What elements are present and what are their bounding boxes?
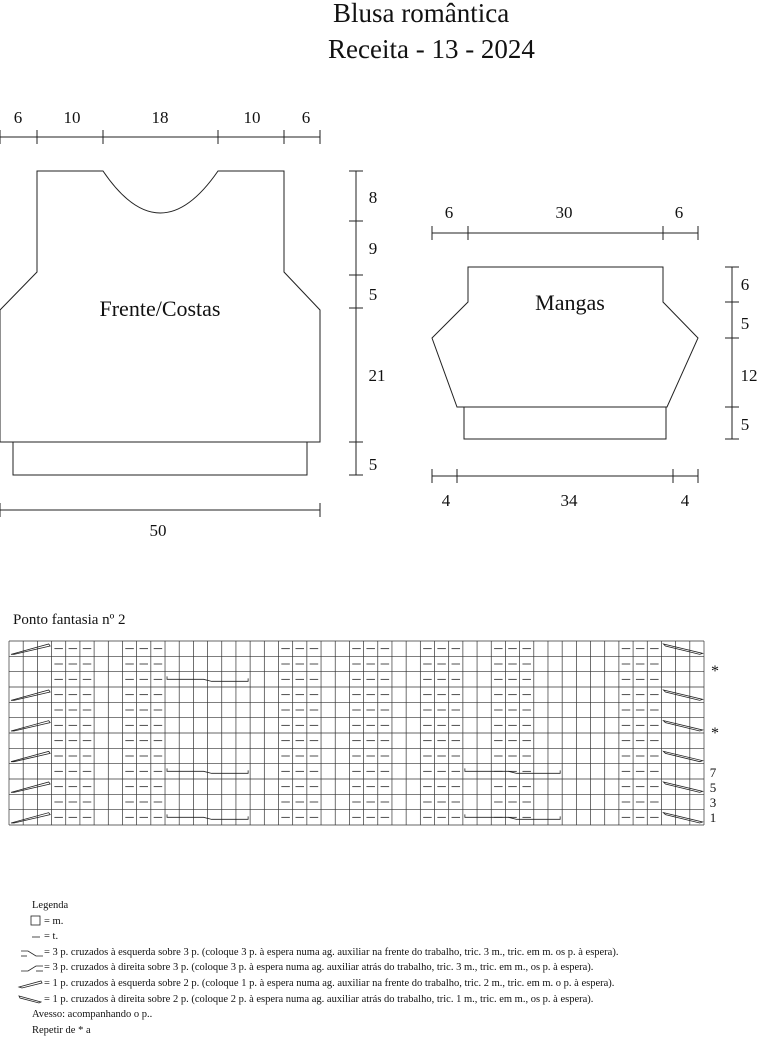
cable-cross [166, 814, 249, 820]
fb-width-seg-5: 6 [302, 108, 311, 127]
edge-cable-right [662, 750, 704, 763]
sleeve-bottom-seg-3: 4 [681, 491, 690, 510]
sleeve-top-seg-3: 6 [675, 203, 684, 222]
legend-text-cross-left-3: = 3 p. cruzados à esquerda sobre 3 p. (c… [44, 946, 619, 958]
cable-cross [166, 768, 249, 774]
fb-width-seg-2: 10 [64, 108, 81, 127]
sleeve-ribbing [463, 406, 667, 440]
legend: Legenda = m. = t. = 3 p. cruzados à esqu… [16, 898, 618, 1038]
legend-item-cross-left-1: = 1 p. cruzados à esquerda sobre 2 p. (c… [16, 976, 618, 992]
legend-note-repeat: Repetir de * a [32, 1024, 91, 1036]
fb-height-seg-5: 5 [369, 455, 378, 474]
sleeve-height-seg-2: 5 [741, 314, 750, 333]
edge-cable-left [10, 781, 51, 793]
edge-cable-left [10, 720, 51, 732]
edge-cable-right [662, 781, 704, 793]
front-back-ribbing [12, 441, 308, 476]
fb-total-width: 50 [150, 521, 167, 540]
front-back-label: Frente/Costas [100, 296, 221, 321]
pattern-title: Ponto fantasia nº 2 [13, 612, 126, 628]
cable-cross [464, 814, 561, 820]
legend-text-cross-right-3: = 3 p. cruzados à direita sobre 3 p. (co… [44, 962, 594, 974]
fb-width-seg-1: 6 [14, 108, 23, 127]
cable-cross [464, 768, 561, 774]
schematics: Frente/Costas 6 10 18 10 6 8 9 5 21 5 50… [0, 108, 758, 540]
title-line-2: Receita - 13 - 2024 [328, 34, 535, 64]
legend-item-knit: = m. [16, 914, 618, 930]
fb-height-seg-1: 8 [369, 188, 378, 207]
sleeve-bottom-seg-2: 34 [561, 491, 579, 510]
fb-width-seg-3: 18 [152, 108, 169, 127]
legend-title: Legenda [32, 900, 69, 911]
legend-text-purl: = t. [44, 931, 59, 943]
sleeve-top-seg-2: 30 [556, 203, 573, 222]
sleeve-height-seg-3: 12 [741, 366, 758, 385]
sleeve-height-seg-1: 6 [741, 275, 750, 294]
fb-width-seg-4: 10 [244, 108, 261, 127]
edge-cable-left [10, 689, 51, 701]
row-number-7: 7 [710, 765, 717, 780]
cable-cross [166, 676, 249, 682]
square-icon [16, 914, 44, 928]
title-line-1: Blusa romântica [333, 0, 510, 28]
edge-cable-right [662, 689, 704, 701]
edge-cable-left [10, 812, 51, 824]
stitch-chart: * * 7 5 3 1 [8, 640, 719, 826]
cable-right-1-icon [16, 992, 44, 1006]
row-number-3: 3 [710, 795, 717, 810]
legend-note-reverse: Avesso: acompanhando o p.. [32, 1009, 153, 1021]
legend-text-knit: = m. [44, 915, 64, 927]
sleeve-bottom-seg-1: 4 [442, 491, 451, 510]
edge-cable-right [662, 643, 704, 655]
legend-item-cross-left-3: = 3 p. cruzados à esquerda sobre 3 p. (c… [16, 945, 618, 961]
row-number-5: 5 [710, 780, 717, 795]
sleeve-top-seg-1: 6 [445, 203, 454, 222]
edge-cable-left [10, 750, 51, 763]
fb-height-seg-4: 21 [369, 366, 386, 385]
edge-cable-right [662, 719, 704, 732]
row-number-1: 1 [710, 810, 717, 825]
legend-item-purl: = t. [16, 929, 618, 945]
cable-right-3-icon [16, 961, 44, 975]
edge-cable-right [662, 811, 704, 824]
sleeve-height-seg-4: 5 [741, 415, 750, 434]
dash-icon [16, 930, 44, 944]
fb-height-seg-3: 5 [369, 285, 378, 304]
sleeve-label: Mangas [535, 290, 605, 315]
legend-text-cross-left-1: = 1 p. cruzados à esquerda sobre 2 p. (c… [44, 977, 615, 989]
sleeve-outline [431, 266, 699, 408]
edge-cable-left [10, 643, 51, 655]
cable-left-3-icon [16, 946, 44, 960]
fb-height-seg-2: 9 [369, 239, 378, 258]
legend-item-cross-right-3: = 3 p. cruzados à direita sobre 3 p. (co… [16, 960, 618, 976]
repeat-marker-bottom: * [711, 725, 719, 742]
legend-text-cross-right-1: = 1 p. cruzados à direita sobre 2 p. (co… [44, 993, 594, 1005]
repeat-marker-top: * [711, 663, 719, 680]
cable-left-1-icon [16, 977, 44, 991]
legend-item-cross-right-1: = 1 p. cruzados à direita sobre 2 p. (co… [16, 992, 618, 1008]
front-back-outline [0, 170, 321, 443]
